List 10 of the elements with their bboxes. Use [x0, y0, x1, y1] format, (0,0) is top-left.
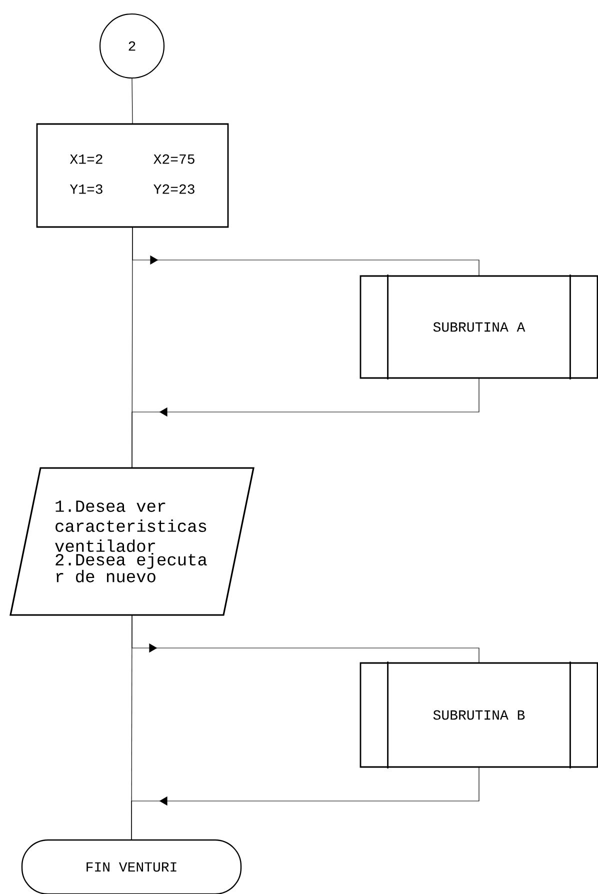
connector-line: [132, 227, 480, 276]
connector-line: [132, 378, 480, 468]
terminal-box: FIN VENTURI: [21, 839, 242, 894]
connector-line: [131, 767, 480, 840]
input-output-parallelogram: 1.Desea ver caracteristicas ventilador 2.Desea ejecuta r de nuevo: [10, 467, 254, 616]
connector-line: [132, 78, 133, 124]
subroutine-box: SUBRUTINA A: [360, 274, 598, 380]
connector-line: [132, 614, 480, 663]
process-box: X1=2 X2=75 Y1=3 Y2=23: [36, 123, 229, 228]
subroutine-box: SUBRUTINA B: [360, 662, 598, 768]
